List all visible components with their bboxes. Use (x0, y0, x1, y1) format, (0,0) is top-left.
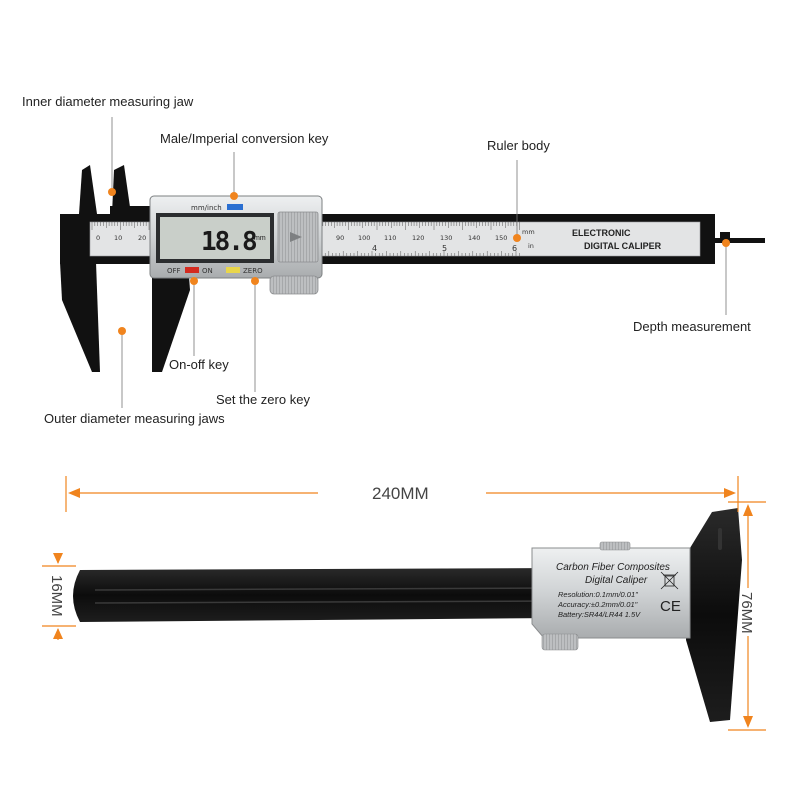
thumb-wheel (269, 275, 319, 295)
scale-number: 0 (96, 234, 100, 242)
plate-line-3: Resolution:0.1mm/0.01" (558, 590, 638, 599)
dimension-height (728, 501, 766, 731)
side-beam-groove (94, 587, 556, 591)
scale-number: 10 (114, 234, 122, 242)
depth-rod (715, 238, 765, 243)
brand-line-2: DIGITAL CALIPER (584, 241, 662, 251)
bin-icon (660, 571, 679, 590)
lcd-unit: mm (254, 235, 266, 242)
dim-thickness-label: 16MM (48, 575, 65, 617)
unit-mm-label: mm (522, 228, 535, 236)
scale-number: 110 (384, 234, 396, 242)
label-zero-key: Set the zero key (216, 392, 310, 407)
off-label: OFF (167, 267, 181, 275)
movable-inner-jaw (112, 165, 131, 214)
depth-rod-tip (720, 232, 730, 242)
callout-dot (108, 188, 116, 196)
zero-label: ZERO (243, 267, 263, 275)
scale-number: 150 (495, 234, 507, 242)
label-ruler-body: Ruler body (487, 138, 550, 153)
scale-number: 130 (440, 234, 452, 242)
label-conversion-key: Male/Imperial conversion key (160, 131, 329, 146)
dim-length-label: 240MM (372, 484, 429, 503)
scale-number: 20 (138, 234, 146, 242)
zero-key[interactable] (226, 267, 240, 273)
callouts (111, 117, 727, 408)
label-depth: Depth measurement (633, 319, 751, 334)
dim-arrow (53, 628, 63, 639)
callout-dot (251, 277, 259, 285)
side-knurl (541, 633, 579, 651)
scale-left-numbers: 0 10 20 (96, 234, 146, 242)
plate-line-4: Accuracy:±0.2mm/0.01" (557, 600, 638, 609)
dim-arrow (743, 716, 753, 728)
thumb-arrow (290, 232, 302, 242)
inch-number: 6 (512, 244, 517, 253)
movable-outer-jaw (152, 262, 190, 372)
label-outer-jaws: Outer diameter measuring jaws (44, 411, 225, 426)
callout-dot (513, 234, 521, 242)
side-beam-groove (94, 600, 556, 604)
dim-height-label: 76MM (738, 592, 755, 634)
on-off-key[interactable] (185, 267, 199, 273)
plate-line-5: Battery:SR44/LR44 1.5V (558, 610, 641, 619)
callout-dot (118, 327, 126, 335)
inch-number: 4 (372, 244, 377, 253)
scale-number: 90 (336, 234, 344, 242)
callout-dots (108, 188, 730, 335)
side-plate (531, 547, 691, 639)
brand-line-1: ELECTRONIC (572, 228, 631, 238)
side-knurl-top (599, 541, 631, 551)
dimension-length (65, 476, 739, 512)
fixed-outer-jaw (60, 262, 100, 372)
dim-arrow (53, 553, 63, 564)
unit-in-label: in (528, 242, 534, 250)
lcd-screen (160, 217, 270, 259)
plate-line-1: Carbon Fiber Composites (556, 562, 670, 573)
label-inner-jaw: Inner diameter measuring jaw (22, 94, 194, 109)
ce-mark: CE (660, 598, 681, 615)
label-on-off: On-off key (169, 357, 229, 372)
side-jaw-slot (718, 528, 722, 550)
plate-line-2: Digital Caliper (585, 575, 648, 586)
scale-number: 140 (468, 234, 480, 242)
fixed-inner-jaw (79, 165, 97, 214)
side-beam (73, 568, 560, 622)
caliper-front-view: 0 10 20 90 100 110 120 130 140 150 4 5 6… (60, 165, 765, 372)
conversion-key[interactable] (227, 204, 243, 210)
dim-arrow (724, 488, 736, 498)
scale-number: 100 (358, 234, 370, 242)
callout-dot (230, 192, 238, 200)
dim-arrow (68, 488, 80, 498)
lcd-reading: 18.8 (201, 227, 257, 257)
dim-arrow (743, 504, 753, 516)
on-label: ON (202, 267, 213, 275)
scale-number: 120 (412, 234, 424, 242)
caliper-side-view: Carbon Fiber Composites Digital Caliper … (73, 508, 742, 722)
side-jaw (686, 508, 742, 722)
inch-numbers: 4 5 6 (372, 244, 517, 253)
scale-right-numbers: 90 100 110 120 130 140 150 (336, 234, 507, 242)
callout-dot (190, 277, 198, 285)
mode-label: mm/inch (191, 204, 222, 212)
callout-dot (722, 239, 730, 247)
dimension-thickness (42, 553, 76, 640)
inch-number: 5 (442, 244, 447, 253)
